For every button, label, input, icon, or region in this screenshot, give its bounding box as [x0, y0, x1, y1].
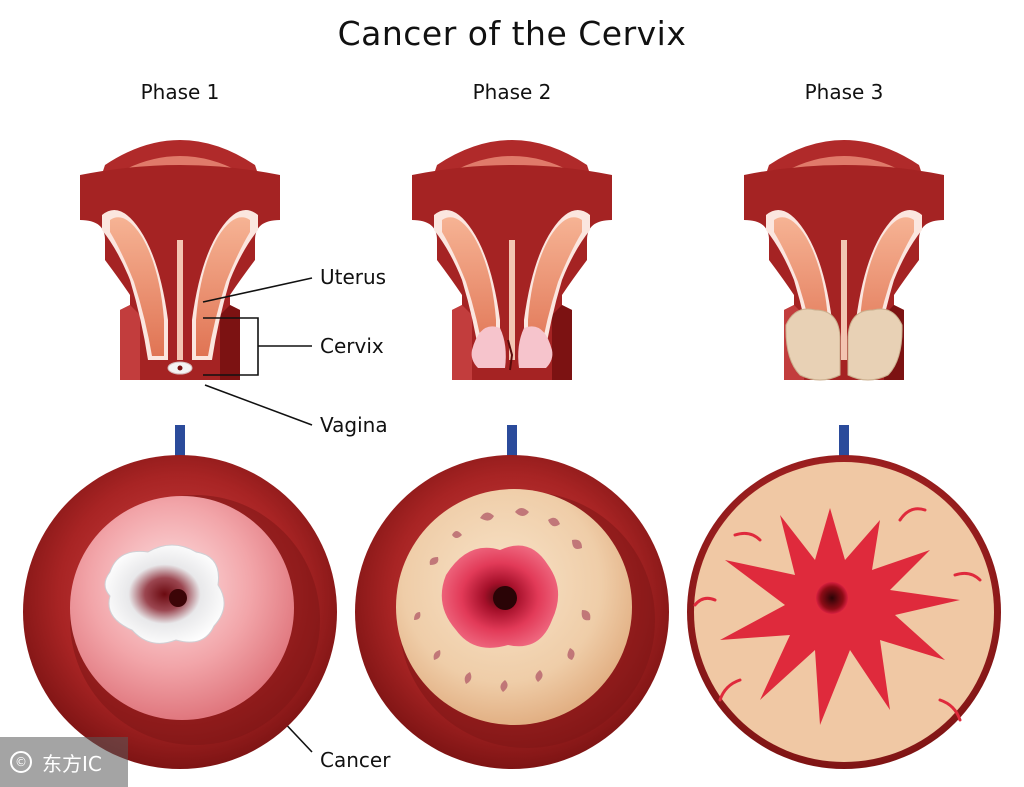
label-cancer: Cancer: [320, 748, 391, 772]
watermark: © 东方IC: [0, 737, 128, 787]
phase-3-cervix-view: [687, 455, 1001, 769]
phase-2-cervix-view: [355, 455, 669, 769]
phase-1-cervix-view: [23, 455, 337, 769]
label-cervix: Cervix: [320, 334, 384, 358]
phase-2-uterus: [412, 140, 612, 380]
copyright-icon: ©: [10, 751, 32, 773]
diagram-title: Cancer of the Cervix: [337, 14, 687, 53]
phase-2-label: Phase 2: [472, 80, 552, 104]
phase-3-label: Phase 3: [804, 80, 884, 104]
phase-1-uterus: [80, 140, 280, 380]
watermark-text: 东方IC: [42, 751, 102, 776]
phase-3-uterus: [744, 140, 944, 381]
label-vagina: Vagina: [320, 413, 388, 437]
label-uterus: Uterus: [320, 265, 387, 289]
phase-1-label: Phase 1: [140, 80, 220, 104]
